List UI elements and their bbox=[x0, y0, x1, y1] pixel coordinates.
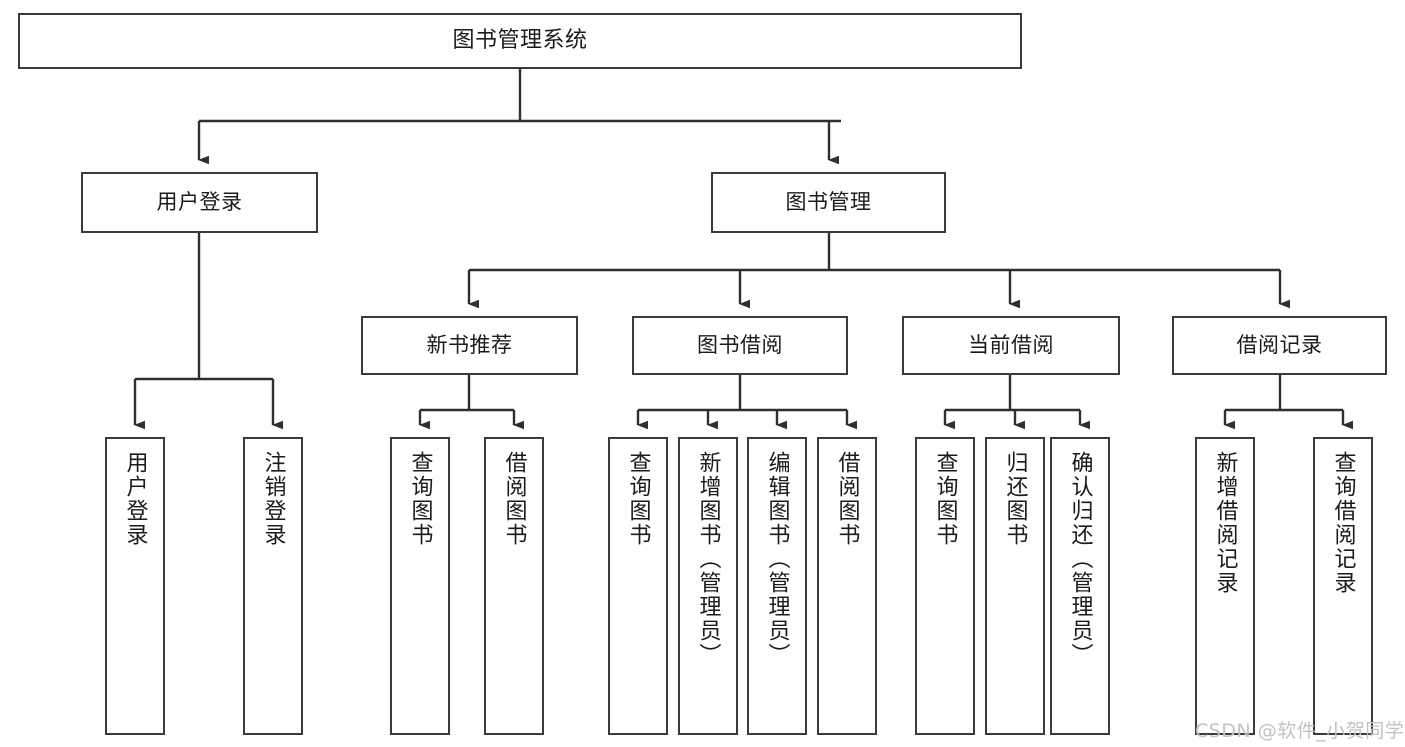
node-current-borrow[interactable]: 当前借阅 bbox=[902, 316, 1120, 375]
node-current-borrow-label: 当前借阅 bbox=[968, 333, 1054, 358]
node-root[interactable]: 图书管理系统 bbox=[18, 13, 1022, 69]
csdn-watermark: CSDN @软件_小贺同学 bbox=[1195, 720, 1405, 742]
node-leaf-query-record-label: 查询借阅记录 bbox=[1330, 451, 1356, 595]
node-book-borrow[interactable]: 图书借阅 bbox=[632, 316, 848, 375]
node-leaf-logout-label: 注销登录 bbox=[260, 451, 286, 547]
node-leaf-borrow-book-1-label: 借阅图书 bbox=[501, 451, 527, 547]
node-leaf-confirm-return-label: 确认归还（管理员） bbox=[1067, 451, 1093, 667]
node-leaf-query-record[interactable]: 查询借阅记录 bbox=[1313, 437, 1373, 735]
node-book-borrow-label: 图书借阅 bbox=[697, 333, 783, 358]
node-user-login[interactable]: 用户登录 bbox=[81, 172, 318, 233]
node-leaf-return-book[interactable]: 归还图书 bbox=[985, 437, 1045, 735]
node-leaf-borrow-book-1[interactable]: 借阅图书 bbox=[484, 437, 544, 735]
node-leaf-user-login[interactable]: 用户登录 bbox=[105, 437, 165, 735]
node-leaf-return-book-label: 归还图书 bbox=[1002, 451, 1028, 547]
node-leaf-query-book-1-label: 查询图书 bbox=[407, 451, 433, 547]
node-leaf-borrow-book-2[interactable]: 借阅图书 bbox=[817, 437, 877, 735]
node-leaf-query-book-1[interactable]: 查询图书 bbox=[390, 437, 450, 735]
node-leaf-query-book-3-label: 查询图书 bbox=[932, 451, 958, 547]
node-leaf-confirm-return[interactable]: 确认归还（管理员） bbox=[1050, 437, 1110, 735]
node-book-manage[interactable]: 图书管理 bbox=[711, 172, 946, 233]
node-leaf-borrow-book-2-label: 借阅图书 bbox=[834, 451, 860, 547]
node-leaf-query-book-2-label: 查询图书 bbox=[625, 451, 651, 547]
node-new-book-recommend[interactable]: 新书推荐 bbox=[361, 316, 578, 375]
node-leaf-add-record[interactable]: 新增借阅记录 bbox=[1195, 437, 1255, 735]
node-new-book-recommend-label: 新书推荐 bbox=[426, 333, 513, 358]
node-borrow-record[interactable]: 借阅记录 bbox=[1172, 316, 1387, 375]
node-leaf-query-book-2[interactable]: 查询图书 bbox=[608, 437, 668, 735]
node-leaf-add-book-label: 新增图书（管理员） bbox=[695, 451, 721, 667]
node-leaf-logout[interactable]: 注销登录 bbox=[243, 437, 303, 735]
node-leaf-add-book[interactable]: 新增图书（管理员） bbox=[678, 437, 738, 735]
node-leaf-edit-book-label: 编辑图书（管理员） bbox=[764, 451, 790, 667]
node-leaf-edit-book[interactable]: 编辑图书（管理员） bbox=[747, 437, 807, 735]
node-root-label: 图书管理系统 bbox=[452, 28, 588, 54]
node-leaf-add-record-label: 新增借阅记录 bbox=[1212, 451, 1238, 595]
node-book-manage-label: 图书管理 bbox=[785, 190, 872, 215]
node-leaf-user-login-label: 用户登录 bbox=[122, 451, 148, 547]
node-borrow-record-label: 借阅记录 bbox=[1236, 333, 1323, 358]
node-user-login-label: 用户登录 bbox=[156, 190, 243, 215]
node-leaf-query-book-3[interactable]: 查询图书 bbox=[915, 437, 975, 735]
